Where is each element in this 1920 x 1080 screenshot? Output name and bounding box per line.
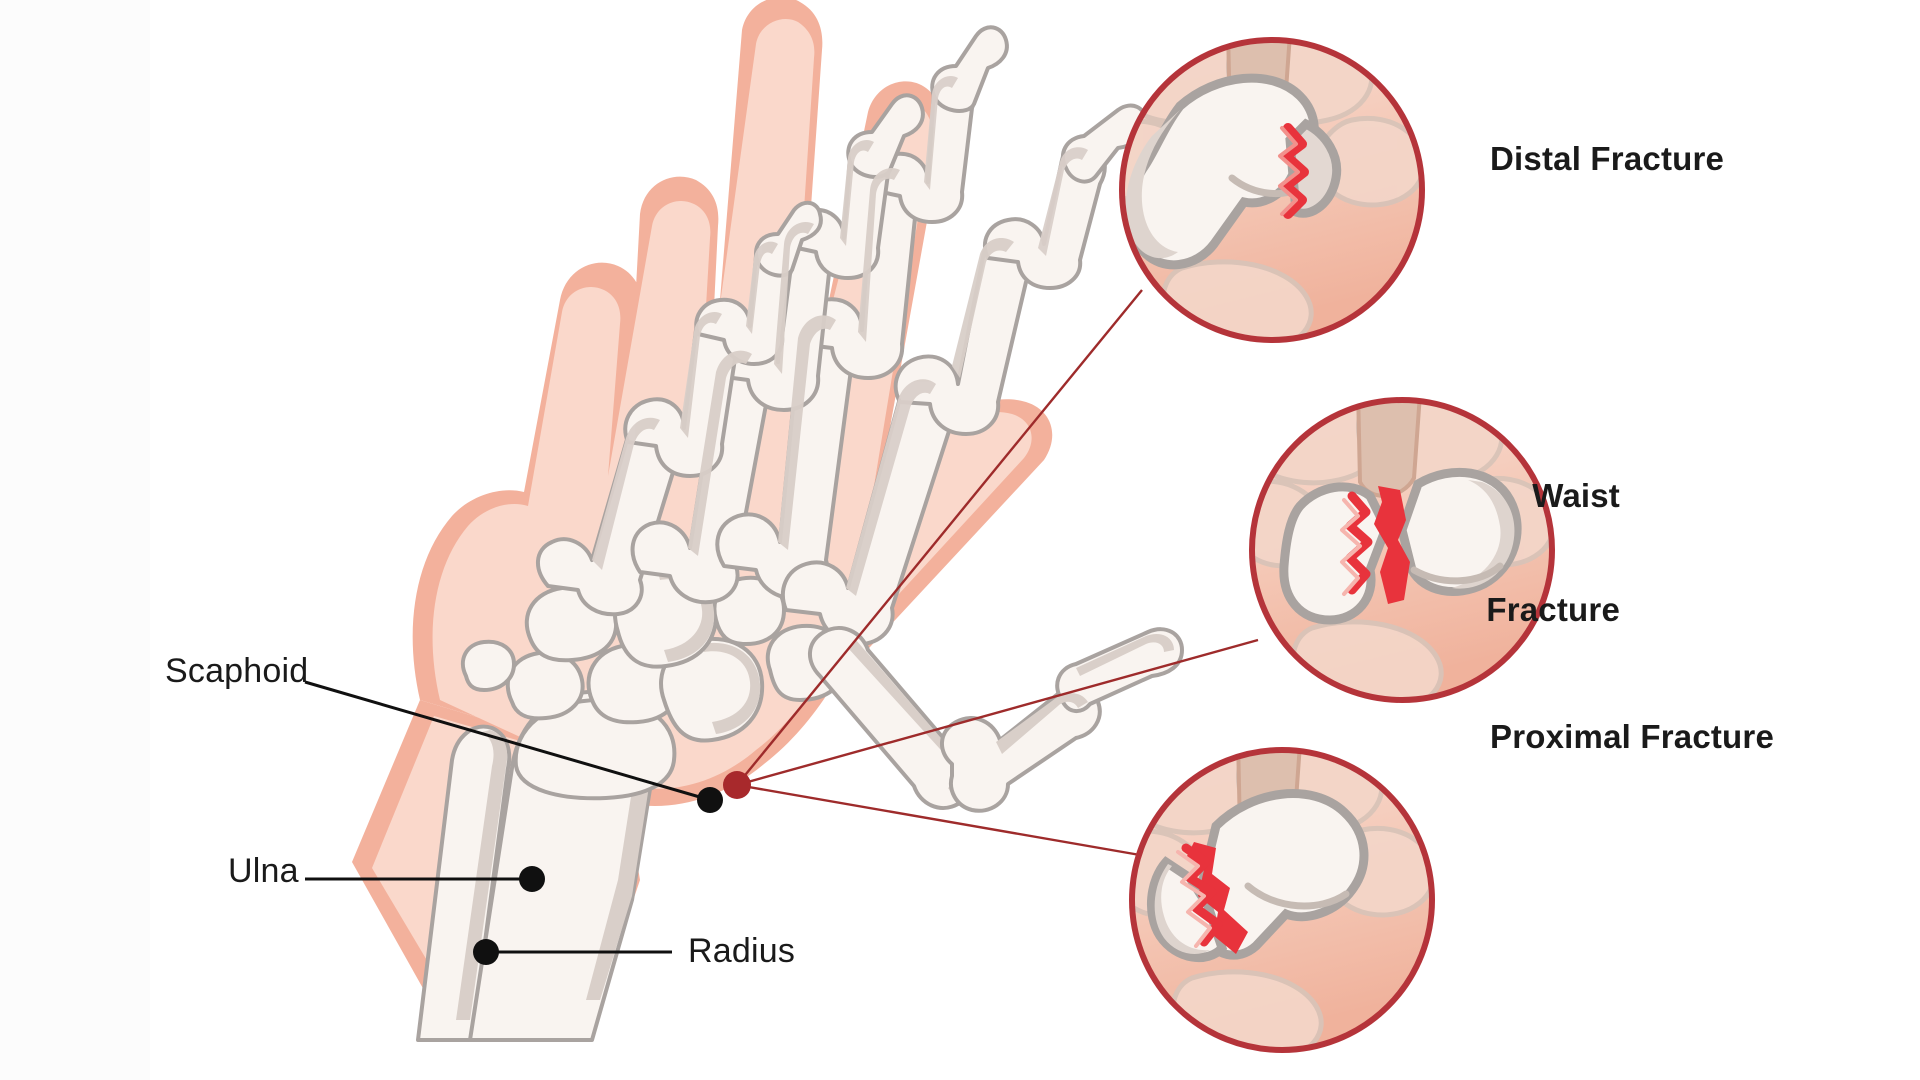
callout-waist[interactable] (1234, 379, 1555, 713)
bone-triquetrum (505, 650, 585, 721)
marker-dot-ulna (519, 866, 545, 892)
callout-waist-ridge (1410, 562, 1504, 585)
label-radius: Radius (688, 932, 796, 970)
leader-line-proximal (736, 783, 1141, 857)
bone-pisiform (460, 639, 516, 692)
label-waist-fracture-line2: Fracture (1486, 591, 1620, 629)
marker-dot-radius (473, 939, 499, 965)
leader-line-scaphoid (304, 680, 711, 802)
callout-distal[interactable] (1104, 19, 1425, 353)
bone-scaphoid-shade (702, 642, 761, 734)
hand-illustration (352, 0, 1184, 1042)
callout-proximal-content (1132, 750, 1432, 1050)
middle-distal-phalanx (930, 25, 1009, 113)
callout-waist-fracture-highlight (1340, 498, 1362, 596)
callout-distal-fracture-line (1281, 123, 1309, 219)
marker-dot-scaphoid (697, 787, 723, 813)
callout-proximal-fracture-band (1186, 842, 1248, 954)
fracture-hub-dot (723, 771, 751, 799)
label-scaphoid: Scaphoid (165, 652, 309, 690)
label-waist-fracture-line1: Waist (1532, 476, 1620, 514)
metacarpal-1-shade (848, 640, 968, 798)
leader-line-waist (736, 638, 1259, 787)
callout-distal-scaphoid-shade (1125, 110, 1180, 259)
callout-distal-content (1122, 40, 1422, 340)
callout-waist-fracture-zigzag (1345, 491, 1373, 595)
bone-ulna (416, 724, 512, 1042)
metacarpal-1 (808, 626, 974, 810)
callout-waist-content (1252, 400, 1552, 700)
callout-distal-fracture-highlight (1278, 126, 1300, 216)
callout-proximal-fragment-shade (1154, 864, 1210, 954)
finger-bone-shading (592, 75, 1088, 596)
label-ulna: Ulna (228, 852, 299, 890)
label-proximal-fracture: Proximal Fracture (1490, 718, 1775, 755)
callout-proximal-fracture-zigzag (1181, 843, 1223, 947)
leader-line-distal (736, 289, 1143, 786)
callout-leaders (736, 289, 1259, 857)
bone-ulna-shade (456, 730, 508, 1020)
callout-distal-border (1119, 37, 1425, 343)
callout-waist-fracture-band (1374, 486, 1410, 604)
left-background-band (0, 0, 150, 1080)
callout-proximal[interactable] (1114, 729, 1435, 1063)
label-distal-fracture: Distal Fracture (1490, 140, 1725, 177)
thumb-distal-phalanx (1055, 627, 1184, 713)
callout-proximal-fracture-highlight (1176, 850, 1212, 948)
label-waist-fracture: Waist Fracture (1320, 400, 1620, 706)
callout-proximal-ridge (1244, 882, 1350, 910)
callout-waist-border (1249, 397, 1555, 703)
callout-waist-distal-shade (1452, 480, 1515, 589)
anatomy-leaders (304, 680, 723, 965)
callout-proximal-border (1129, 747, 1435, 1053)
callout-proximal-scaphoid (1197, 789, 1369, 960)
callout-waist-distal-fragment (1397, 467, 1522, 596)
thumb-shade (996, 633, 1174, 754)
